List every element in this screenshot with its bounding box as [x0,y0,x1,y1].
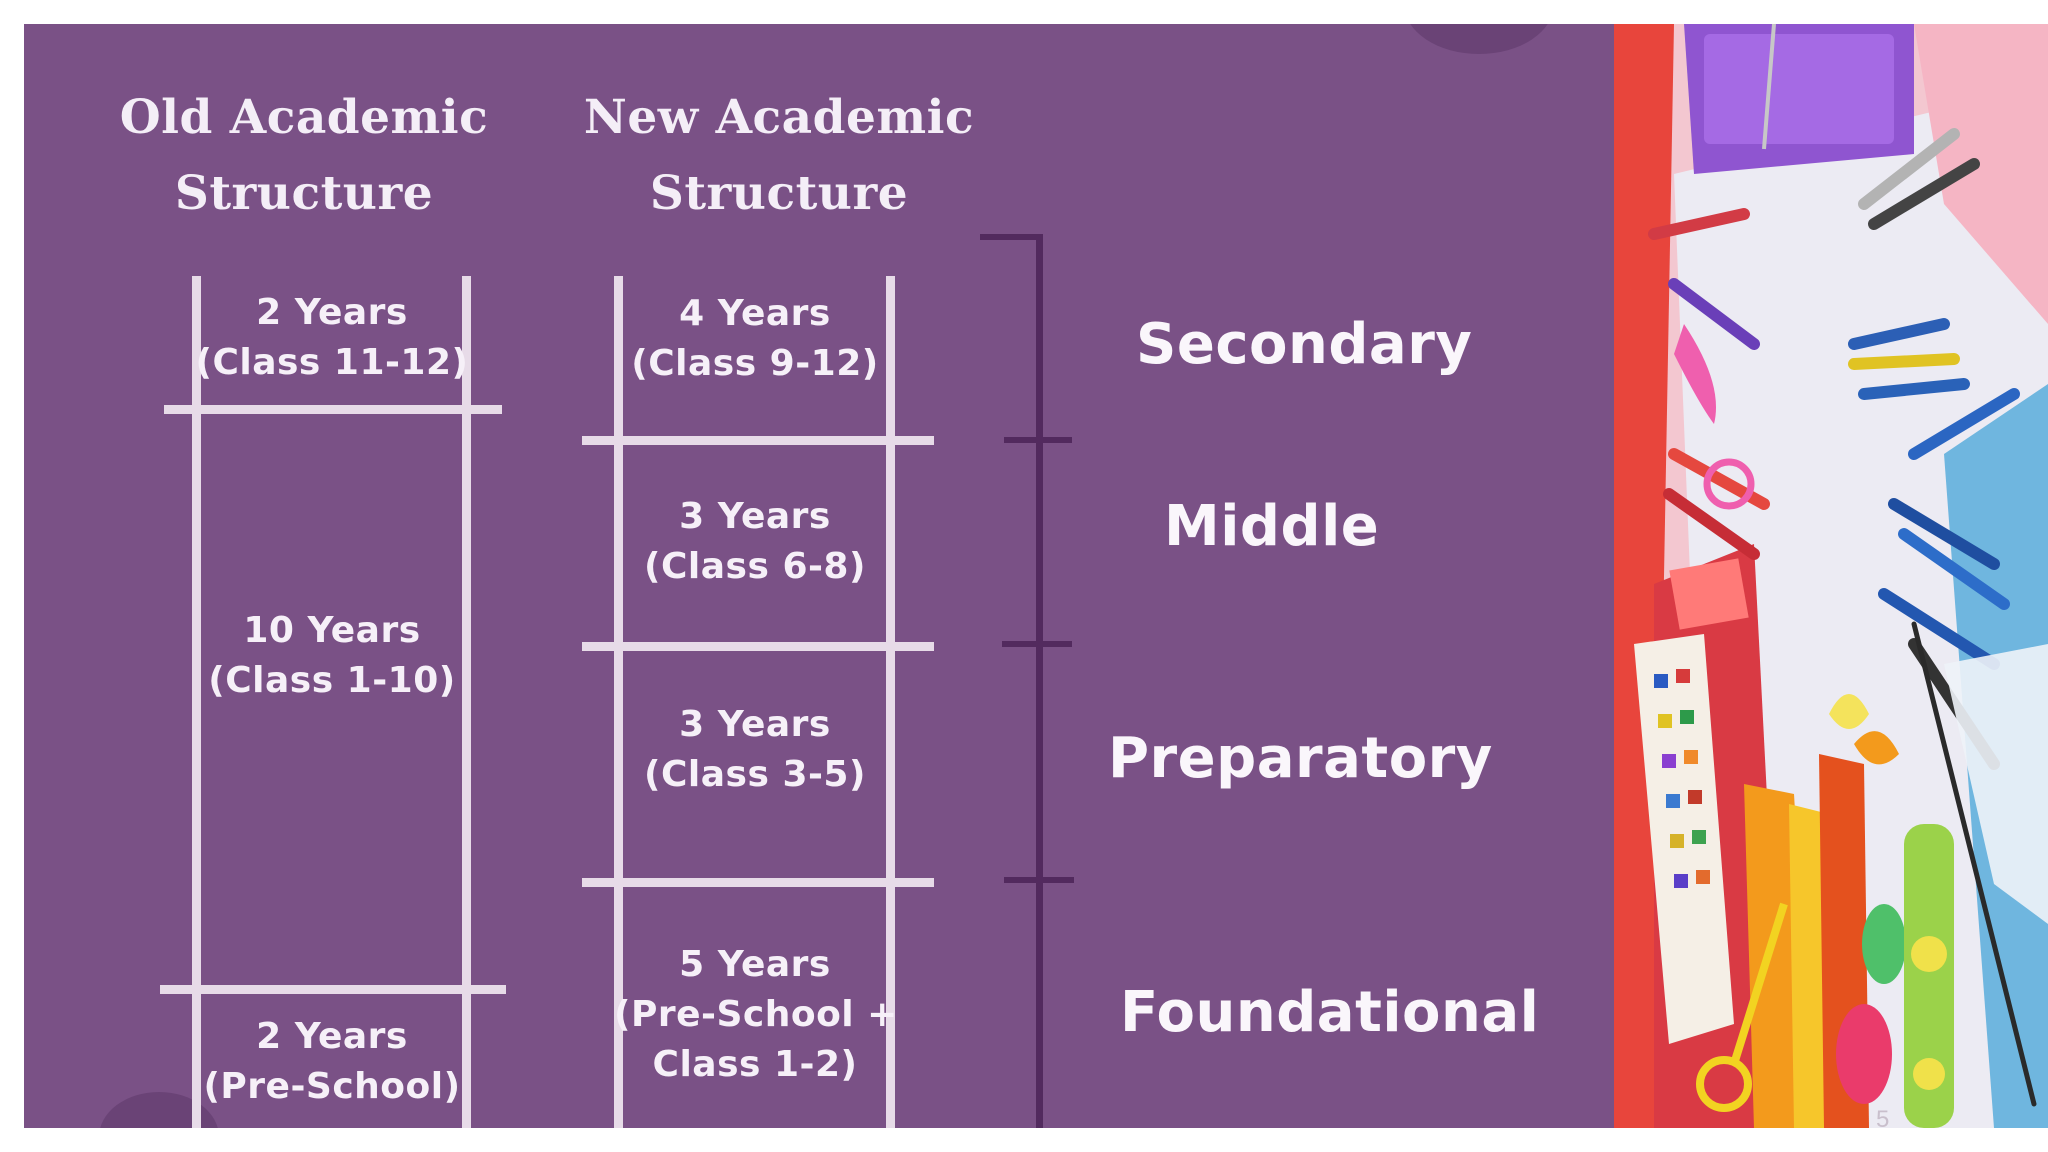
new-stage-cell: 5 Years (Pre-School + Class 1-2) [614,940,898,1090]
ladder-rung [582,436,934,445]
new-stage-cell: 4 Years (Class 9-12) [614,289,896,389]
ladder-rail [462,276,471,1128]
cell-duration: 5 Years [679,944,831,985]
cell-classes: (Class 11-12) [195,342,469,383]
cell-duration: 3 Years [679,496,831,537]
old-structure-heading: Old Academic Structure [94,80,514,232]
diagram-panel: Old Academic Structure New Academic Stru… [24,24,1614,1128]
ladder-rung [582,878,934,887]
stage-label-middle: Middle [1164,494,1380,559]
art-supplies-photo [1614,24,2048,1128]
art-supplies-illustration [1614,24,2048,1128]
cell-duration: 2 Years [256,1016,408,1057]
old-heading-line1: Old Academic [119,90,489,145]
ladder-rail [614,276,623,1128]
stage-label-preparatory: Preparatory [1108,726,1493,791]
bracket-spine [1036,234,1043,1128]
old-stage-cell: 2 Years (Pre-School) [184,1012,480,1112]
slide-number: 5 [1876,1106,1890,1128]
slide: Old Academic Structure New Academic Stru… [24,24,2048,1128]
cell-duration: 4 Years [679,293,831,334]
decorative-circle [1404,24,1554,54]
ladder-rung [160,985,506,994]
cell-duration: 3 Years [679,704,831,745]
bracket-tick [1002,641,1072,647]
cell-duration: 10 Years [243,610,421,651]
ladder-rail [192,276,201,1128]
new-structure-heading: New Academic Structure [549,80,1009,232]
cell-classes: (Pre-School + [614,994,898,1035]
old-stage-cell: 10 Years (Class 1-10) [184,606,480,706]
new-heading-line2: Structure [649,166,909,221]
stage-label-secondary: Secondary [1136,312,1473,377]
new-heading-line1: New Academic [583,90,975,145]
cell-classes: (Class 6-8) [644,546,866,587]
ladder-rung [582,642,934,651]
new-stage-cell: 3 Years (Class 3-5) [614,700,896,800]
old-heading-line2: Structure [174,166,434,221]
ladder-rung [164,405,502,414]
cell-classes: (Pre-School) [203,1066,461,1107]
cell-classes: (Class 9-12) [631,343,879,384]
bracket-tick [980,234,1043,240]
stage-label-foundational: Foundational [1120,980,1540,1045]
cell-classes: (Class 1-10) [208,660,456,701]
cell-classes: (Class 3-5) [644,754,866,795]
old-stage-cell: 2 Years (Class 11-12) [184,288,480,388]
cell-classes-cont: Class 1-2) [652,1044,858,1085]
bracket-tick [1004,877,1074,883]
cell-duration: 2 Years [256,292,408,333]
bracket-tick [1004,437,1072,443]
ladder-rail [886,276,895,1128]
new-stage-cell: 3 Years (Class 6-8) [614,492,896,592]
